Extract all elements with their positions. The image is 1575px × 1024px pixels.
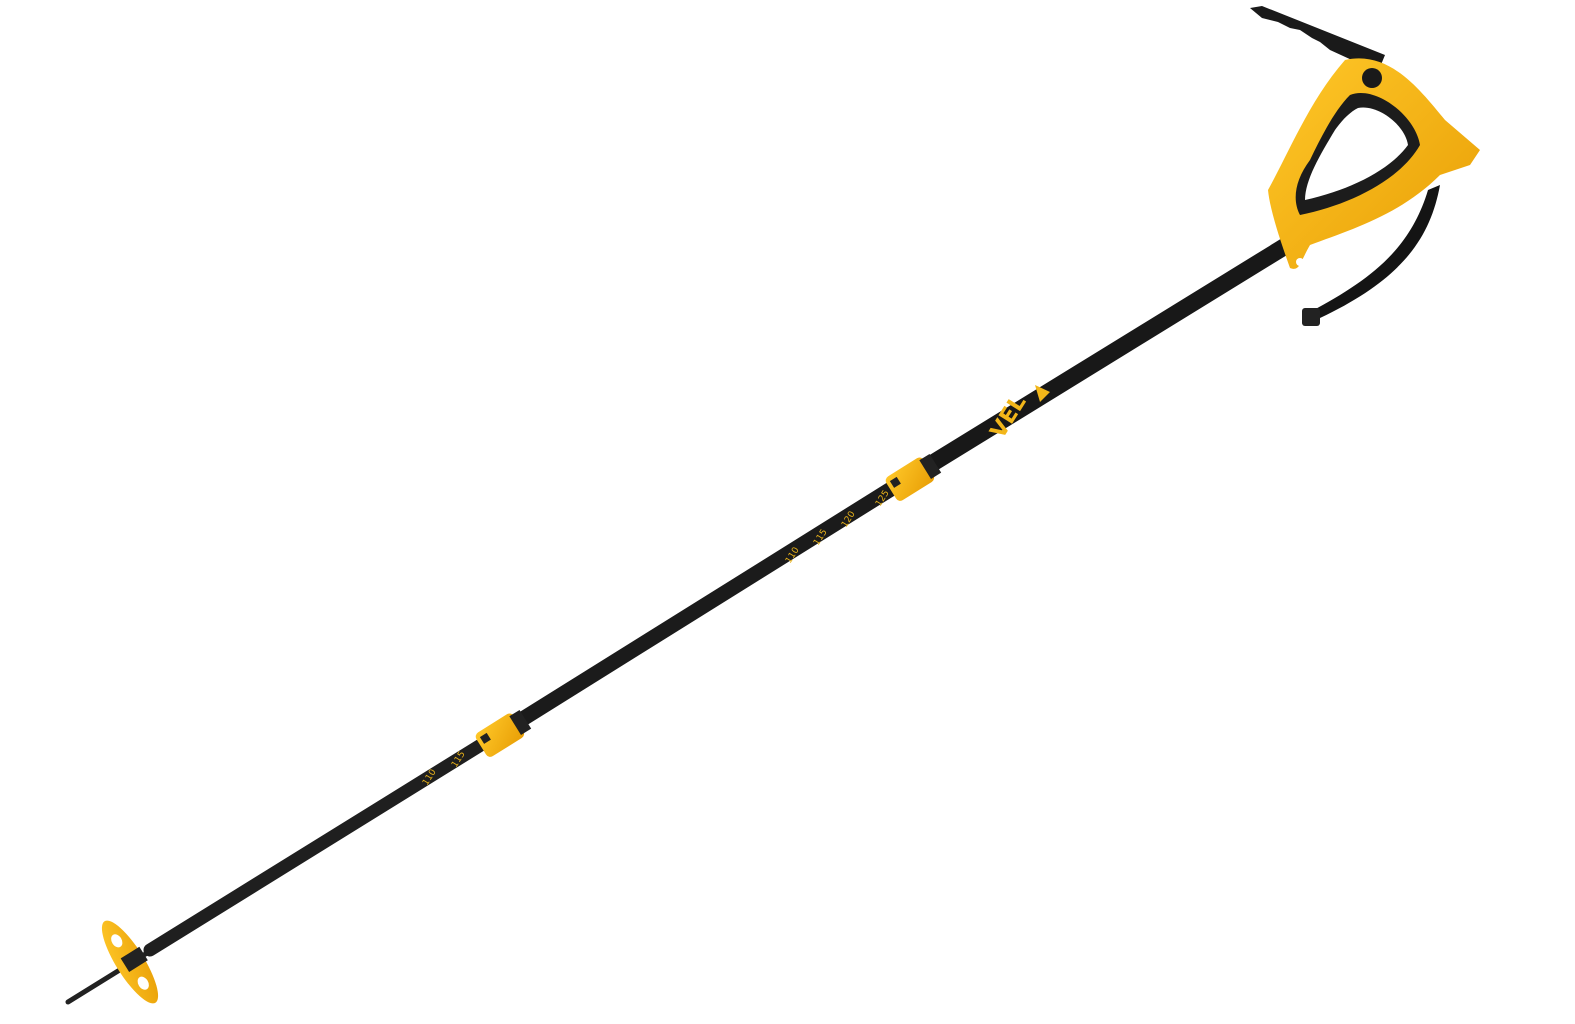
lower-lever-clamp: [475, 709, 532, 757]
upper-shaft-section: [910, 234, 1297, 482]
lower-shaft-section: [143, 723, 512, 957]
upper-lever-clamp: [885, 453, 942, 501]
pole-shaft: [65, 234, 1297, 1005]
brand-logo: VEL: [986, 385, 1050, 443]
handle-bolt: [1362, 68, 1382, 88]
middle-shaft-section: [501, 467, 919, 737]
pole-tip: [65, 942, 163, 1005]
wrist-strap: [1310, 185, 1440, 318]
pole-basket: [101, 920, 159, 1004]
ice-axe-handle: [1268, 58, 1480, 269]
strap-buckle: [1302, 308, 1320, 326]
ice-axe-pick: [1250, 6, 1385, 72]
